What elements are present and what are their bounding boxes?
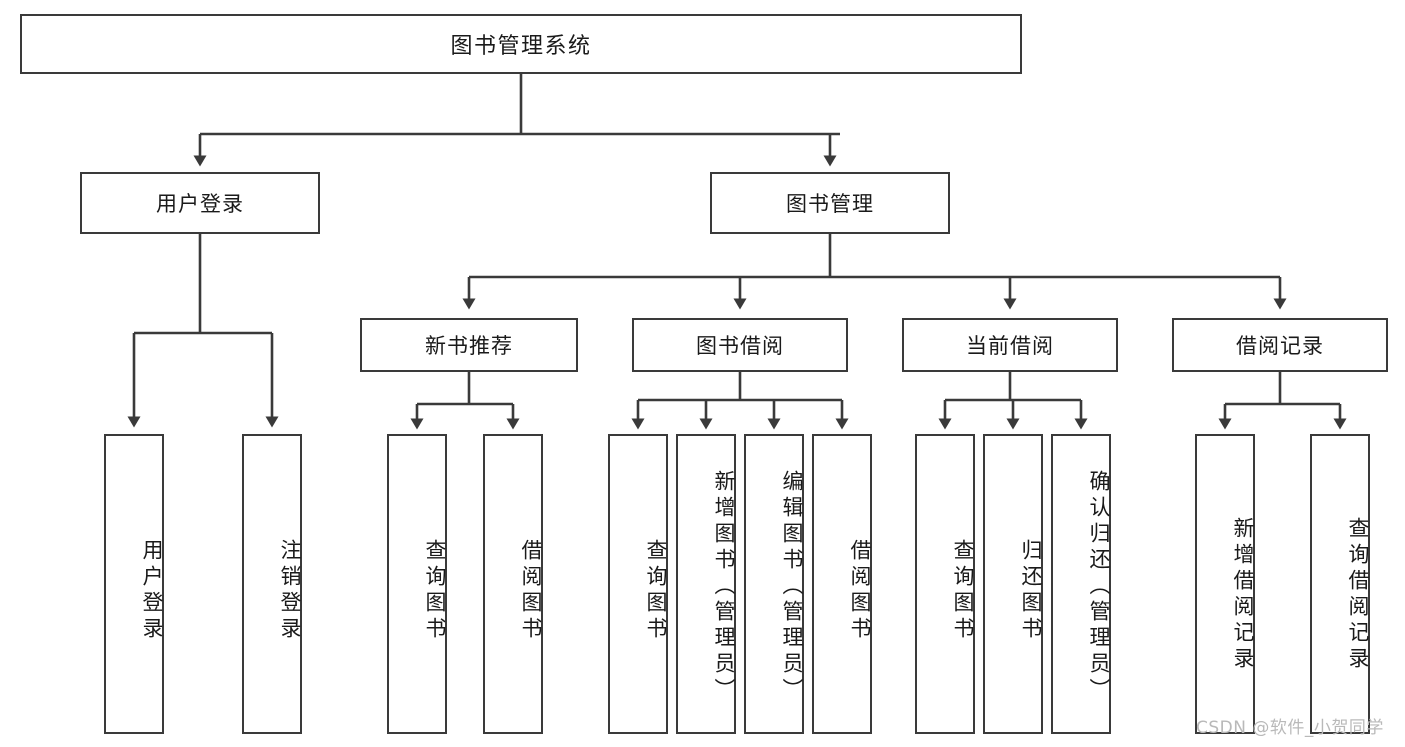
leaf-book-borrow-query[interactable]: 查询图书 (608, 434, 668, 734)
node-book-borrow-label: 图书借阅 (696, 334, 784, 358)
node-book-borrow[interactable]: 图书借阅 (632, 318, 848, 372)
csdn-watermark: CSDN @软件_小贺同学 (1196, 713, 1384, 738)
leaf-new-book-borrow[interactable]: 借阅图书 (483, 434, 543, 734)
leaf-book-borrow-add-label: 新增图书（管理员） (712, 470, 736, 704)
leaf-new-book-query[interactable]: 查询图书 (387, 434, 447, 734)
leaf-book-borrow-query-label: 查询图书 (644, 539, 668, 643)
leaf-user-login-signout-label: 注销登录 (278, 539, 302, 643)
leaf-book-borrow-borrow-label: 借阅图书 (848, 539, 872, 643)
leaf-user-login-signout[interactable]: 注销登录 (242, 434, 302, 734)
node-user-login[interactable]: 用户登录 (80, 172, 320, 234)
leaf-user-login-signin-label: 用户登录 (140, 539, 164, 643)
leaf-current-borrow-return-label: 归还图书 (1019, 539, 1043, 643)
node-current-borrow[interactable]: 当前借阅 (902, 318, 1118, 372)
leaf-current-borrow-return[interactable]: 归还图书 (983, 434, 1043, 734)
leaf-borrow-record-query[interactable]: 查询借阅记录 (1310, 434, 1370, 734)
leaf-borrow-record-add-label: 新增借阅记录 (1231, 517, 1255, 673)
node-user-login-label: 用户登录 (156, 192, 244, 216)
leaf-book-borrow-edit[interactable]: 编辑图书（管理员） (744, 434, 804, 734)
leaf-current-borrow-confirm-label: 确认归还（管理员） (1087, 470, 1111, 704)
leaf-new-book-borrow-label: 借阅图书 (519, 539, 543, 643)
leaf-user-login-signin[interactable]: 用户登录 (104, 434, 164, 734)
leaf-borrow-record-query-label: 查询借阅记录 (1346, 517, 1370, 673)
leaf-current-borrow-query[interactable]: 查询图书 (915, 434, 975, 734)
node-new-book-recommend-label: 新书推荐 (425, 334, 513, 358)
leaf-book-borrow-borrow[interactable]: 借阅图书 (812, 434, 872, 734)
node-root-system[interactable]: 图书管理系统 (20, 14, 1022, 74)
leaf-book-borrow-add[interactable]: 新增图书（管理员） (676, 434, 736, 734)
node-book-management[interactable]: 图书管理 (710, 172, 950, 234)
leaf-new-book-query-label: 查询图书 (423, 539, 447, 643)
leaf-current-borrow-query-label: 查询图书 (951, 539, 975, 643)
node-root-system-label: 图书管理系统 (450, 34, 592, 59)
node-book-management-label: 图书管理 (786, 192, 874, 216)
node-current-borrow-label: 当前借阅 (966, 334, 1054, 358)
leaf-current-borrow-confirm[interactable]: 确认归还（管理员） (1051, 434, 1111, 734)
node-borrow-record[interactable]: 借阅记录 (1172, 318, 1388, 372)
node-borrow-record-label: 借阅记录 (1236, 334, 1324, 358)
leaf-borrow-record-add[interactable]: 新增借阅记录 (1195, 434, 1255, 734)
leaf-book-borrow-edit-label: 编辑图书（管理员） (780, 470, 804, 704)
node-new-book-recommend[interactable]: 新书推荐 (360, 318, 578, 372)
csdn-watermark-label: CSDN @软件_小贺同学 (1196, 718, 1384, 738)
